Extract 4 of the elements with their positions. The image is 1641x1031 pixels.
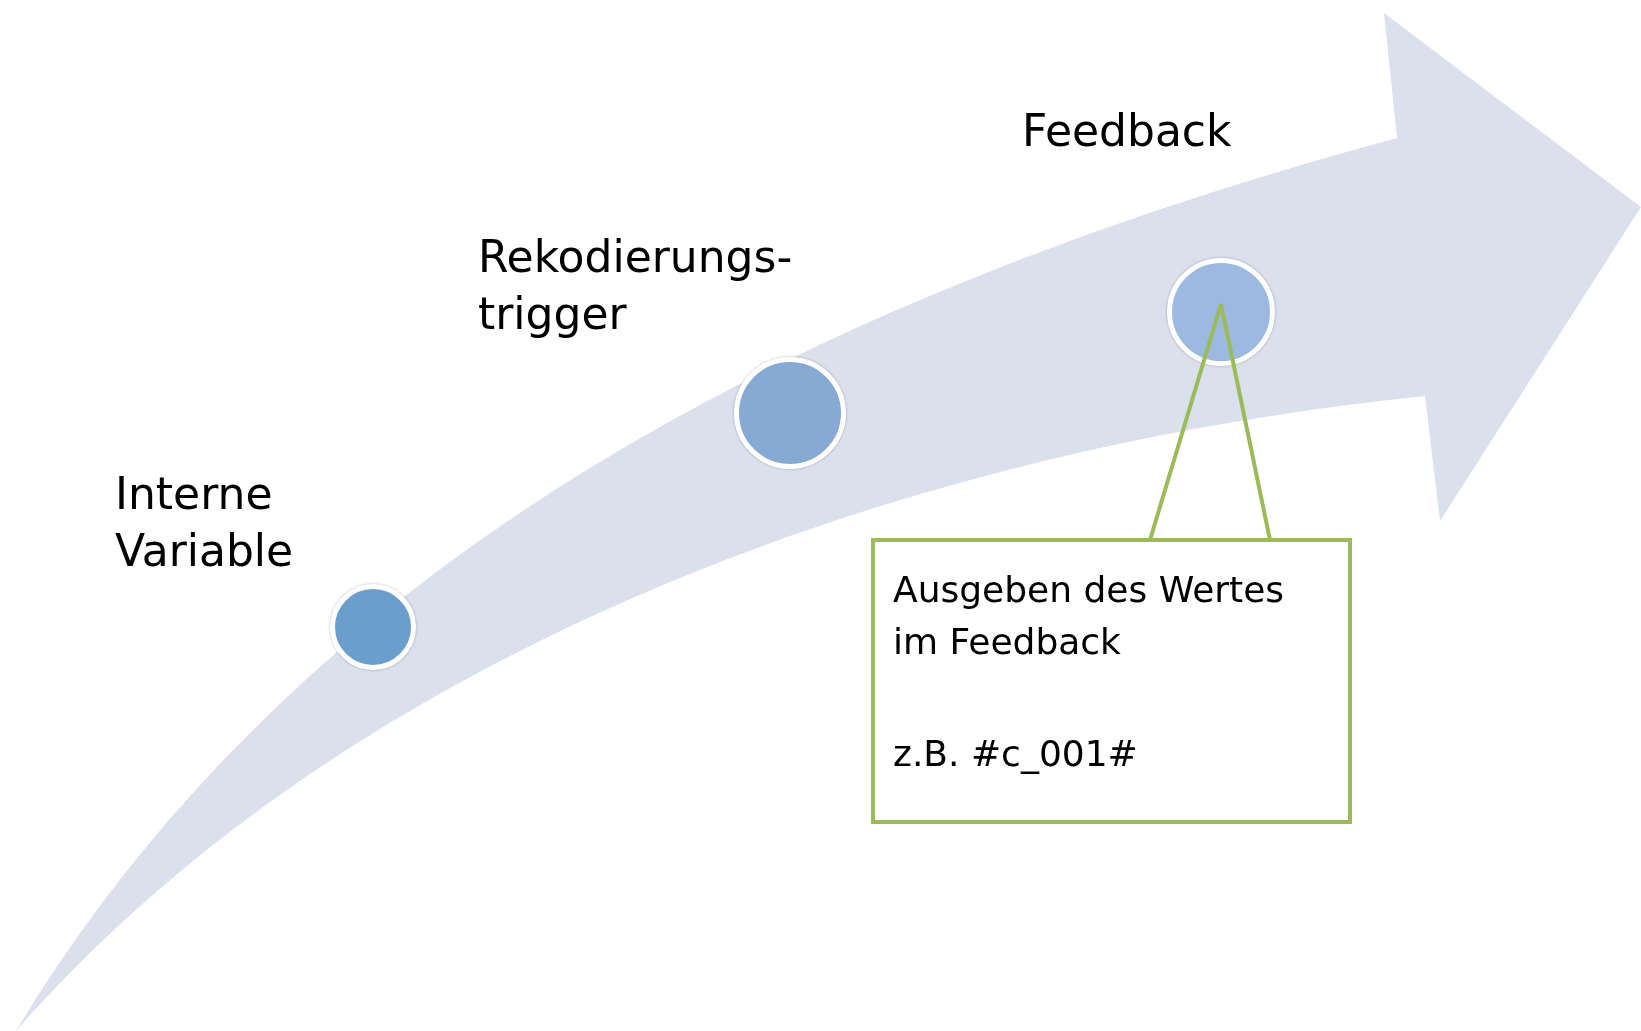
step-label: Interne Variable [115,467,295,579]
step-label: Rekodierungs- trigger [478,230,794,342]
callout-box: Ausgeben des Wertes im Feedback z.B. #c_001# [871,538,1352,824]
step-label: Feedback [1022,104,1233,158]
